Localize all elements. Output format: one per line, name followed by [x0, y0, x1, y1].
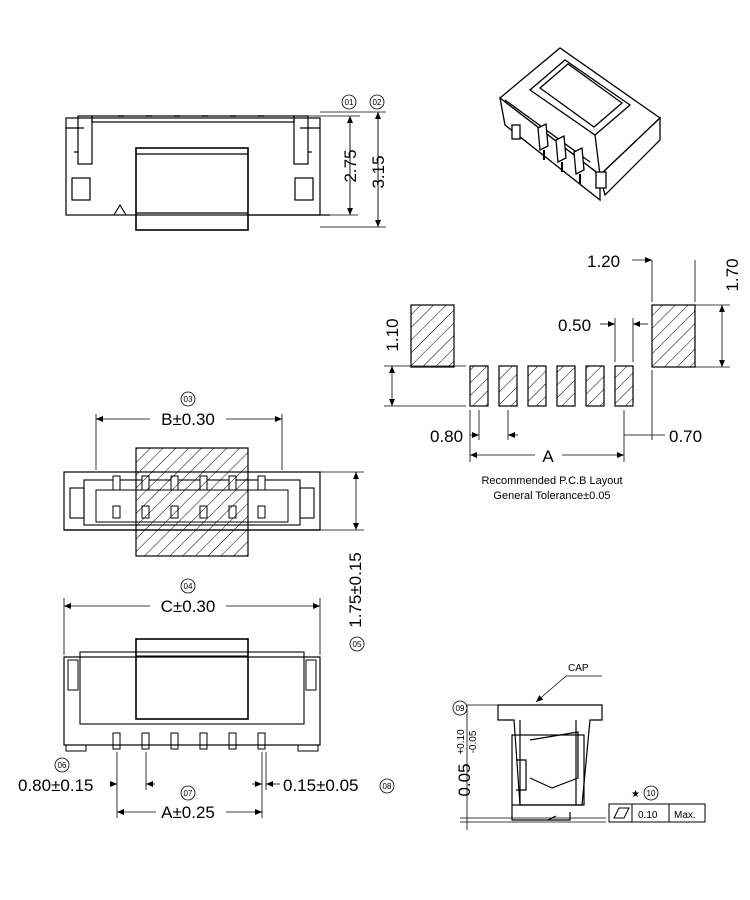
side-view: CAP 09 0.05 +0.10 -0.05 ★ 10 0.10 Max. [452, 663, 706, 830]
flatness-frame [608, 803, 706, 823]
dim-height-inner: 2.75 [341, 149, 360, 182]
flatness-note: Max. [674, 810, 696, 821]
ref-02-label: 02 [373, 98, 382, 107]
pcb-dim-offset: 0.70 [669, 427, 702, 446]
dim-height-outer: 3.15 [369, 155, 388, 188]
pcb-dim-signal-pad-height: 1.10 [383, 318, 402, 351]
pcb-dim-pitch: 0.80 [430, 427, 463, 446]
ref-07-label: 07 [184, 789, 193, 798]
pcb-pad-right [651, 304, 696, 368]
bottom-dim-a: A±0.25 [161, 803, 215, 822]
pcb-layout-title: Recommended P.C.B Layout [481, 475, 622, 487]
flatness-value: 0.10 [638, 810, 658, 821]
pcb-layout: 1.20 1.70 1.10 0.50 0.80 A 0.70 Recommen… [383, 252, 742, 502]
ref-10-label: 10 [647, 789, 656, 798]
ref-01-circle [341, 94, 357, 110]
pcb-dim-pad-width: 1.20 [587, 252, 620, 271]
top-view: 03 B±0.30 [63, 391, 364, 557]
ref-03-label: 03 [184, 395, 193, 404]
ref-06-label: 06 [58, 761, 67, 770]
ref-01-label: 01 [345, 98, 354, 107]
bottom-dim-c: C±0.30 [161, 597, 216, 616]
iso-view [498, 47, 662, 202]
pcb-dim-total: A [542, 447, 554, 466]
side-dim-gap: 0.05 [455, 763, 474, 796]
ref-09-label: 09 [456, 704, 465, 713]
pcb-dim-pad-height: 1.70 [723, 258, 742, 291]
side-tol-minus: -0.05 [468, 730, 479, 753]
front-view [65, 111, 386, 231]
cap-label: CAP [568, 663, 589, 674]
bottom-dim-pin-width: 0.15±0.05 [283, 776, 359, 795]
pcb-layout-tolerance: General Tolerance±0.05 [493, 490, 610, 502]
side-tol-plus: +0.10 [456, 729, 467, 755]
ref-05-label: 05 [353, 640, 362, 649]
ref-04-label: 04 [184, 582, 193, 591]
top-dim-depth: 1.75±0.15 [346, 552, 365, 628]
top-dim-b: B±0.30 [161, 410, 215, 429]
pcb-pad-left [410, 304, 455, 368]
ref-08-label: 08 [383, 782, 392, 791]
bottom-dim-pitch: 0.80±0.15 [18, 776, 94, 795]
flatness-icon [613, 807, 630, 819]
top-view-cap [135, 447, 249, 557]
bottom-view: 04 C±0.30 06 0.80±0.15 07 A±0.25 0.15±0.… [18, 578, 395, 822]
pcb-dim-signal-pad-width: 0.50 [558, 316, 591, 335]
star-mark: ★ [631, 789, 640, 800]
ref-02-circle [369, 94, 385, 110]
